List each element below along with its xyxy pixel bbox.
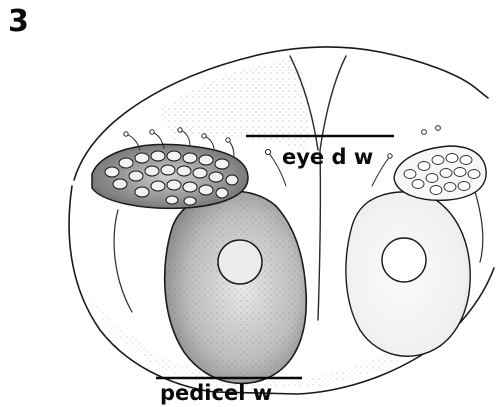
- left-compound-eye: [92, 144, 248, 208]
- left-antennal-socket: [218, 240, 262, 284]
- left-lobe-stipple: [165, 191, 307, 383]
- pedicel-width-label: pedicel w: [160, 381, 272, 405]
- right-antennal-socket: [382, 238, 426, 282]
- right-compound-eye: [394, 146, 486, 200]
- figure-panel-number: 3: [8, 4, 29, 40]
- eye-dorsal-width-label: eye d w: [282, 145, 373, 169]
- left-sclerite-line: [114, 210, 132, 312]
